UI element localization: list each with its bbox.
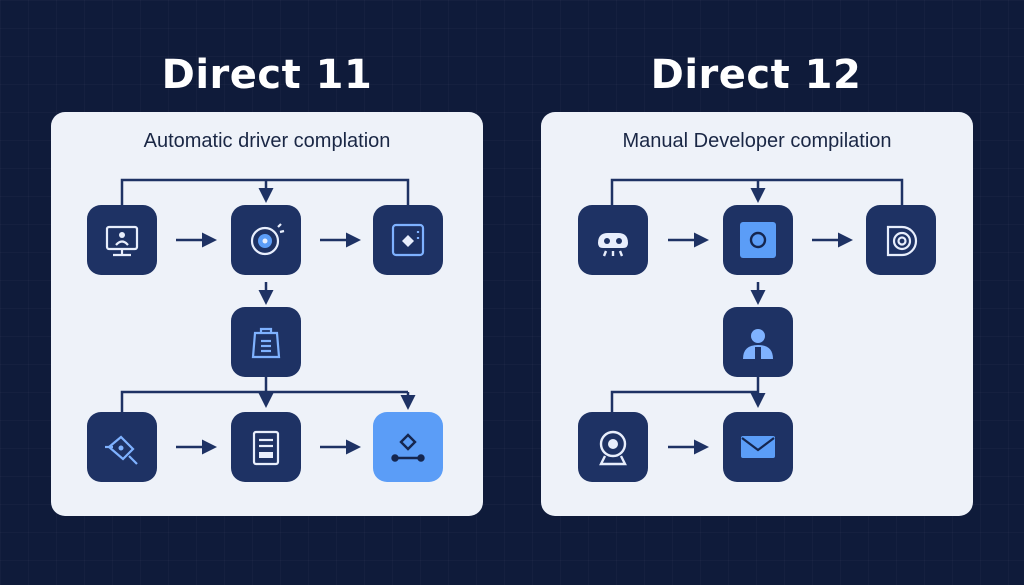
square-icon (723, 205, 793, 275)
screen-icon (373, 205, 443, 275)
mail-icon (723, 412, 793, 482)
controller-icon (578, 205, 648, 275)
right-title: Direct 12 (650, 52, 862, 98)
left-subtitle: Automatic driver complation (143, 130, 391, 152)
developer-icon (723, 307, 793, 377)
right-subtitle: Manual Developer compilation (622, 130, 892, 152)
monitor-icon (87, 205, 157, 275)
webcam-icon (578, 412, 648, 482)
target-icon (866, 205, 936, 275)
clipboard-icon (231, 307, 301, 377)
document-icon (231, 412, 301, 482)
left-title: Direct 11 (161, 52, 373, 98)
pen-tool-icon (87, 412, 157, 482)
vector-tool-icon (373, 412, 443, 482)
disc-icon (231, 205, 301, 275)
left-bottom-bracket (120, 390, 408, 412)
right-bottom-bracket (610, 390, 758, 412)
